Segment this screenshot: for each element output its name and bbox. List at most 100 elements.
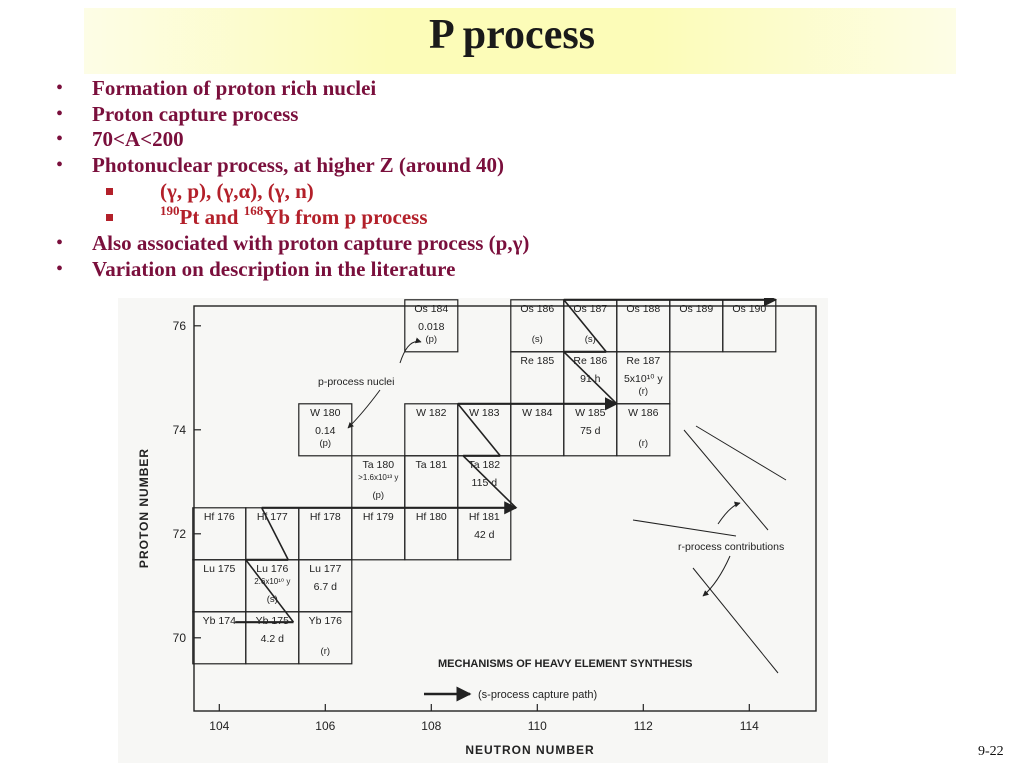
nuclide-cell: W 184 [510, 403, 565, 457]
y-tick-label: 72 [173, 527, 187, 541]
sub-bullet-2-text-a: Pt and [179, 205, 244, 229]
nuclide-cell: Yb 176 (r) [298, 611, 353, 665]
p-process-arrow [399, 337, 422, 364]
nuclide-name: Ta 181 [416, 459, 448, 471]
bullet-4: Photonuclear process, at higher Z (aroun… [92, 153, 505, 177]
x-tick-label: 108 [421, 719, 441, 733]
nuclide-process: (p) [425, 334, 437, 345]
nuclide-name: Lu 177 [309, 563, 341, 575]
y-tick-label: 70 [173, 631, 187, 645]
nuclide-cell: Os 186(s) [510, 299, 565, 353]
nuclide-name: Hf 181 [469, 511, 500, 523]
nuclide-property: 75 d [580, 425, 601, 437]
nuclide-name: Yb 176 [309, 615, 342, 627]
nuclide-cell: Os 188 [616, 299, 671, 353]
bullet-dot: • [56, 77, 64, 99]
nuclide-property: 6.7 d [314, 581, 338, 593]
nuclide-cell: W 180 0.14(p) [298, 403, 353, 457]
yb-mass-number: 168 [243, 203, 264, 218]
nuclide-cell: Lu 175 [192, 559, 247, 613]
nuclide-name: W 186 [628, 407, 659, 419]
nuclide-cell-box [298, 403, 353, 457]
r-process-line [695, 425, 787, 481]
slide-number: 9-22 [978, 744, 1004, 759]
nuclide-name: Lu 175 [203, 563, 235, 575]
r-process-arrow [702, 555, 731, 597]
nuclide-name: Lu 176 [256, 563, 288, 575]
nuclide-process: (p) [319, 438, 331, 449]
p-process-arrow [347, 389, 381, 429]
r-process-arrow [717, 501, 741, 525]
r-process-line [683, 429, 769, 531]
plot-frame [193, 305, 817, 712]
nuclide-process: (r) [321, 646, 331, 657]
bullet-dot: • [56, 232, 64, 254]
nuclide-name: Yb 175 [256, 615, 289, 627]
y-tick-label: 74 [173, 423, 187, 437]
nuclide-property: 4.2 d [261, 633, 285, 645]
legend-label: (s-process capture path) [478, 689, 597, 701]
nuclide-name: Os 188 [626, 303, 660, 315]
nuclide-process: (r) [639, 386, 649, 397]
nuclide-name: Hf 177 [257, 511, 288, 523]
nuclide-cell: W 186 (r) [616, 403, 671, 457]
nuclide-name: W 183 [469, 407, 500, 419]
bullet-5: Also associated with proton capture proc… [92, 231, 530, 255]
nuclide-name: Os 184 [414, 303, 448, 315]
nuclide-name: Os 190 [732, 303, 766, 315]
nuclide-property: 5x10¹⁰ y [624, 373, 663, 385]
s-process-path [235, 293, 778, 624]
nuclide-cell: Hf 178 [298, 507, 353, 561]
x-axis-label: NEUTRON NUMBER [465, 743, 594, 757]
nuclide-property: 42 d [474, 529, 495, 541]
nuclide-cell: Lu 177 6.7 d [298, 559, 353, 613]
s-process-path-segment [457, 403, 501, 457]
s-process-path-segment [462, 455, 517, 509]
diagram-caption: MECHANISMS OF HEAVY ELEMENT SYNTHESIS [438, 658, 692, 670]
nuclide-name: Re 186 [573, 355, 607, 367]
nuclide-name: Hf 179 [363, 511, 394, 523]
sub-bullet-square [106, 214, 113, 221]
nuclide-cell: Os 184 0.018(p) [404, 299, 459, 353]
nuclide-name: Re 185 [520, 355, 554, 367]
nuclide-cell: Os 190 [722, 299, 777, 353]
nuclide-cell: W 183 [457, 403, 512, 457]
nuclide-property: 0.14 [315, 425, 336, 437]
bullet-1: Formation of proton rich nuclei [92, 76, 377, 100]
s-process-path-segment [563, 299, 607, 353]
nuclide-cell: Os 189 [669, 299, 724, 353]
nuclide-name: W 180 [310, 407, 341, 419]
nuclide-name: Os 187 [573, 303, 607, 315]
bullet-6: Variation on description in the literatu… [92, 257, 456, 281]
nuclide-property: 115 d [472, 477, 498, 489]
nuclide-cell: Ta 181 [404, 455, 459, 509]
nuclide-cell-box [404, 299, 459, 353]
x-tick-label: 114 [740, 719, 759, 733]
nuclide-name: Hf 180 [416, 511, 447, 523]
title-band [84, 8, 956, 74]
p-process-label: p-process nuclei [318, 376, 394, 388]
nuclide-cell: Hf 180 [404, 507, 459, 561]
bullet-dot: • [56, 103, 64, 125]
nuclide-property: 0.018 [418, 321, 444, 333]
x-tick-label: 110 [528, 719, 547, 733]
sub-bullet-2-text-b: Yb from p process [263, 205, 428, 229]
nuclide-name: Yb 174 [203, 615, 236, 627]
bullet-dot: • [56, 128, 64, 150]
nuclide-name: W 184 [522, 407, 553, 419]
nuclide-name: Os 186 [520, 303, 554, 315]
nuclide-cell: Os 187(s) [563, 299, 618, 353]
y-tick-label: 76 [173, 319, 187, 333]
nuclide-name: Ta 180 [363, 459, 395, 471]
nuclide-cell: Ta 180>1.6x10¹³ y(p) [351, 455, 406, 509]
nuclide-process: (r) [639, 438, 649, 449]
nuclide-property: 2.6x10¹⁰ y [254, 577, 290, 586]
nuclide-cell: Hf 179 [351, 507, 406, 561]
sub-bullet-square [106, 188, 113, 195]
